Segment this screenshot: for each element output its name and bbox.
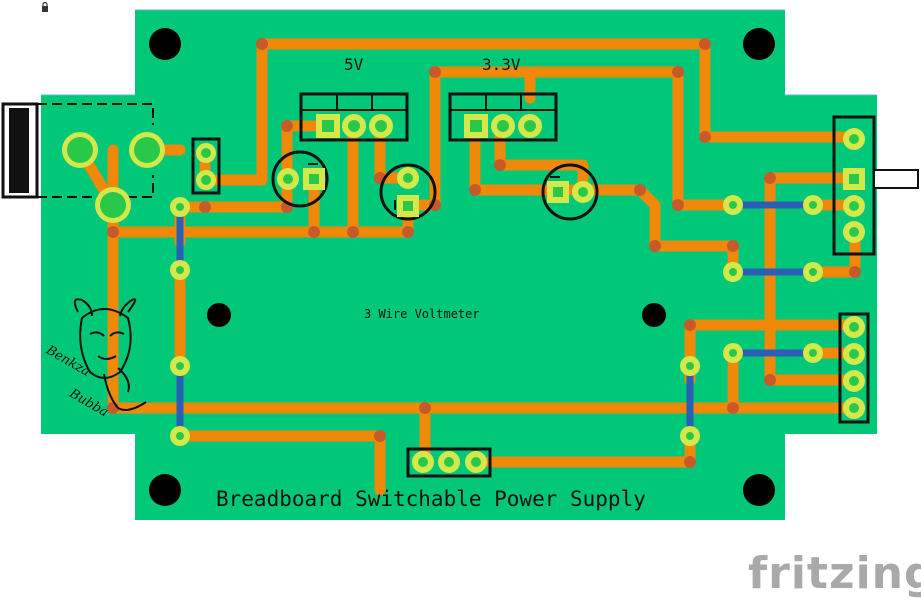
voltmeter-header-3pin <box>406 447 492 478</box>
mounting-hole <box>642 303 666 327</box>
mounting-hole <box>207 303 231 327</box>
label-3v3: 3.3V <box>482 55 521 74</box>
lock-icon <box>42 2 48 12</box>
mounting-hole <box>743 474 775 506</box>
regulator-3v3 <box>448 92 558 142</box>
label-5v: 5V <box>344 55 364 74</box>
mounting-holes <box>149 28 775 506</box>
power-header-2pin <box>191 137 221 195</box>
jumper-wires <box>176 201 810 434</box>
jumper-pads <box>170 195 823 446</box>
fritzing-brand: fritzing <box>748 548 921 599</box>
board-title: Breadboard Switchable Power Supply <box>216 487 646 511</box>
mounting-hole <box>149 28 181 60</box>
voltmeter-label: 3 Wire Voltmeter <box>364 307 480 321</box>
dc-barrel-jack <box>1 102 165 223</box>
regulator-5v <box>299 92 409 142</box>
mounting-hole <box>149 474 181 506</box>
trace-vias <box>107 38 861 468</box>
output-header-4pin <box>838 312 870 424</box>
slide-switch <box>832 115 919 256</box>
mounting-hole <box>743 28 775 60</box>
capacitor-3 <box>541 163 599 221</box>
pcb-substrate <box>41 10 877 520</box>
capacitor-1 <box>271 150 329 208</box>
capacitor-2 <box>379 163 437 221</box>
